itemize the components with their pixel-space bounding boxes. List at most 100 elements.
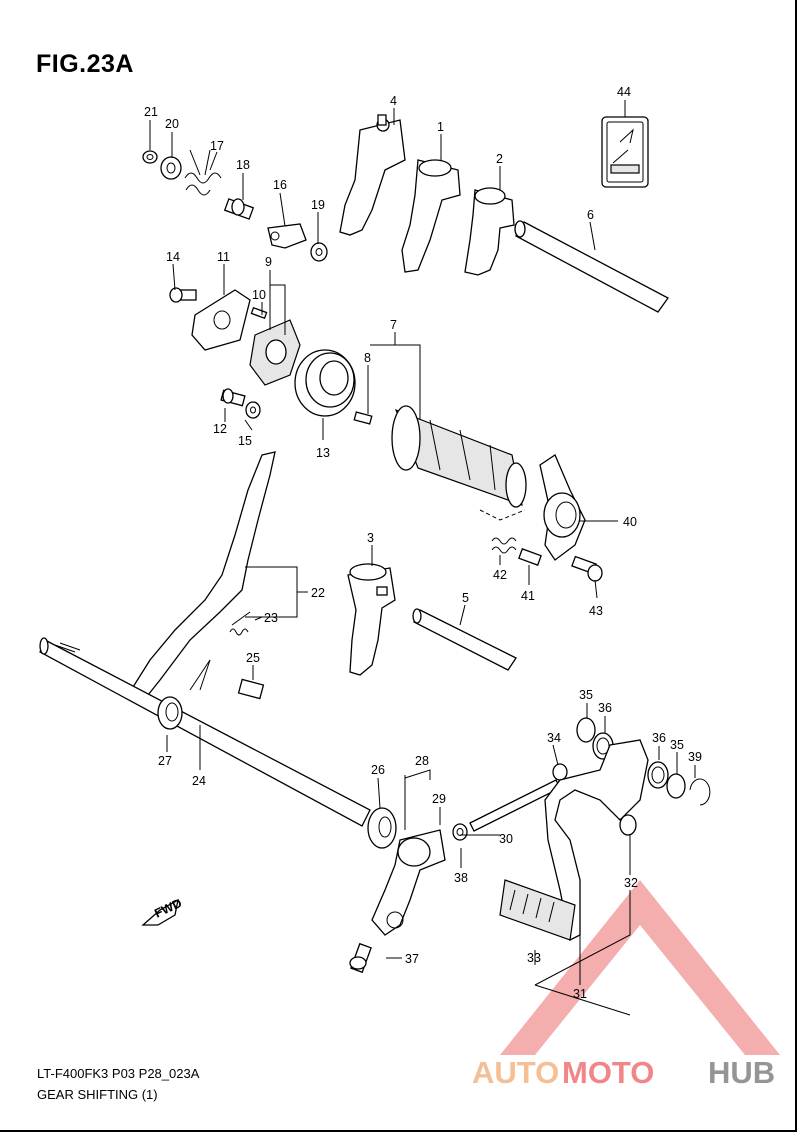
- part-35-washer-right: [666, 773, 686, 799]
- label-43: 43: [589, 604, 603, 618]
- part-22-shift-arm: [127, 451, 276, 706]
- part-17-spring: [184, 149, 222, 196]
- label-39: 39: [688, 750, 702, 764]
- label-41: 41: [521, 589, 535, 603]
- watermark-text: AUTO MOTO HUB: [472, 1055, 775, 1090]
- leader-lines: [149, 100, 696, 1016]
- fwd-arrow-icon: FWD: [141, 896, 184, 926]
- part-21-nut: [142, 150, 158, 164]
- part-26-bearing: [367, 807, 397, 849]
- watermark-logo: [500, 880, 780, 1055]
- label-7: 7: [390, 318, 397, 332]
- part-25-bolt: [237, 678, 265, 700]
- label-38: 38: [454, 871, 468, 885]
- label-9: 9: [265, 255, 272, 269]
- part-40-bracket: [539, 454, 586, 561]
- label-27: 27: [158, 754, 172, 768]
- label-16: 16: [273, 178, 287, 192]
- part-34-nut: [552, 763, 568, 781]
- label-25: 25: [246, 651, 260, 665]
- label-13: 13: [316, 446, 330, 460]
- part-36-ring-right: [647, 761, 669, 789]
- part-20-washer: [160, 156, 182, 180]
- part-4-fork: [339, 114, 406, 236]
- label-14: 14: [166, 250, 180, 264]
- label-2: 2: [496, 152, 503, 166]
- label-40: 40: [623, 515, 637, 529]
- label-21: 21: [144, 105, 158, 119]
- label-37: 37: [405, 952, 419, 966]
- footer-name: GEAR SHIFTING (1): [37, 1087, 158, 1102]
- part-19-washer: [310, 242, 328, 262]
- label-33: 33: [527, 951, 541, 965]
- watermark-auto: AUTO: [472, 1055, 559, 1090]
- part-13-bearing: [294, 349, 356, 417]
- label-36-top: 36: [598, 701, 612, 715]
- label-36-right: 36: [652, 731, 666, 745]
- label-4: 4: [390, 94, 397, 108]
- label-29: 29: [432, 792, 446, 806]
- part-44-label: [601, 116, 649, 188]
- label-26: 26: [371, 763, 385, 777]
- part-27-seal: [157, 696, 183, 730]
- label-1: 1: [437, 120, 444, 134]
- part-16-stopper: [267, 223, 307, 249]
- part-2-fork: [464, 187, 515, 276]
- part-15-washer: [245, 401, 261, 419]
- part-10-pin: [250, 306, 268, 320]
- part-12-bolt: [220, 388, 246, 407]
- label-34: 34: [547, 731, 561, 745]
- figure-title: FIG.23A: [36, 50, 134, 78]
- label-20: 20: [165, 117, 179, 131]
- part-7-drum: [391, 405, 527, 508]
- part-14-bolt: [169, 287, 197, 303]
- label-6: 6: [587, 208, 594, 222]
- part-23-spring: [229, 611, 251, 636]
- label-44: 44: [617, 85, 631, 99]
- part-24-shift-shaft: [39, 637, 371, 827]
- part-3-fork: [347, 563, 396, 676]
- watermark-hub: HUB: [708, 1055, 775, 1090]
- part-31-pedal: [544, 739, 649, 941]
- label-5: 5: [462, 591, 469, 605]
- part-9-cam: [249, 319, 301, 386]
- part-5-shaft: [412, 608, 517, 671]
- part-33-rubber: [499, 879, 576, 941]
- label-11: 11: [217, 250, 230, 264]
- part-11-plate: [191, 289, 251, 351]
- label-12: 12: [213, 422, 227, 436]
- part-43-bolt: [571, 555, 603, 582]
- part-28-lever: [371, 829, 446, 936]
- label-42: 42: [493, 568, 507, 582]
- part-32-bolt: [619, 814, 637, 836]
- part-6-shaft: [514, 220, 669, 313]
- part-42-spring: [491, 537, 517, 554]
- label-18: 18: [236, 158, 250, 172]
- label-19: 19: [311, 198, 325, 212]
- label-10: 10: [252, 288, 266, 302]
- label-3: 3: [367, 531, 374, 545]
- part-1-fork: [401, 159, 461, 273]
- label-32: 32: [624, 876, 638, 890]
- label-8: 8: [364, 351, 371, 365]
- part-37-bolt: [349, 942, 372, 974]
- part-38-nut: [452, 823, 468, 841]
- part-39-clip: [689, 778, 711, 806]
- label-15: 15: [238, 434, 252, 448]
- label-22: 22: [311, 586, 325, 600]
- label-28: 28: [415, 754, 429, 768]
- part-numbers: 21 20 17 18 16 19 4 1 2 6 44 14 11 9 10 …: [144, 85, 702, 1001]
- label-23: 23: [264, 611, 278, 625]
- part-35-washer-top: [576, 717, 596, 743]
- label-30: 30: [499, 832, 513, 846]
- label-17: 17: [210, 139, 224, 153]
- label-35-top: 35: [579, 688, 593, 702]
- label-35-right: 35: [670, 738, 684, 752]
- label-24: 24: [192, 774, 206, 788]
- footer-code: LT-F400FK3 P03 P28_023A: [37, 1066, 200, 1081]
- label-31: 31: [573, 987, 587, 1001]
- part-8-pin: [353, 411, 373, 425]
- part-41-pin: [518, 548, 542, 566]
